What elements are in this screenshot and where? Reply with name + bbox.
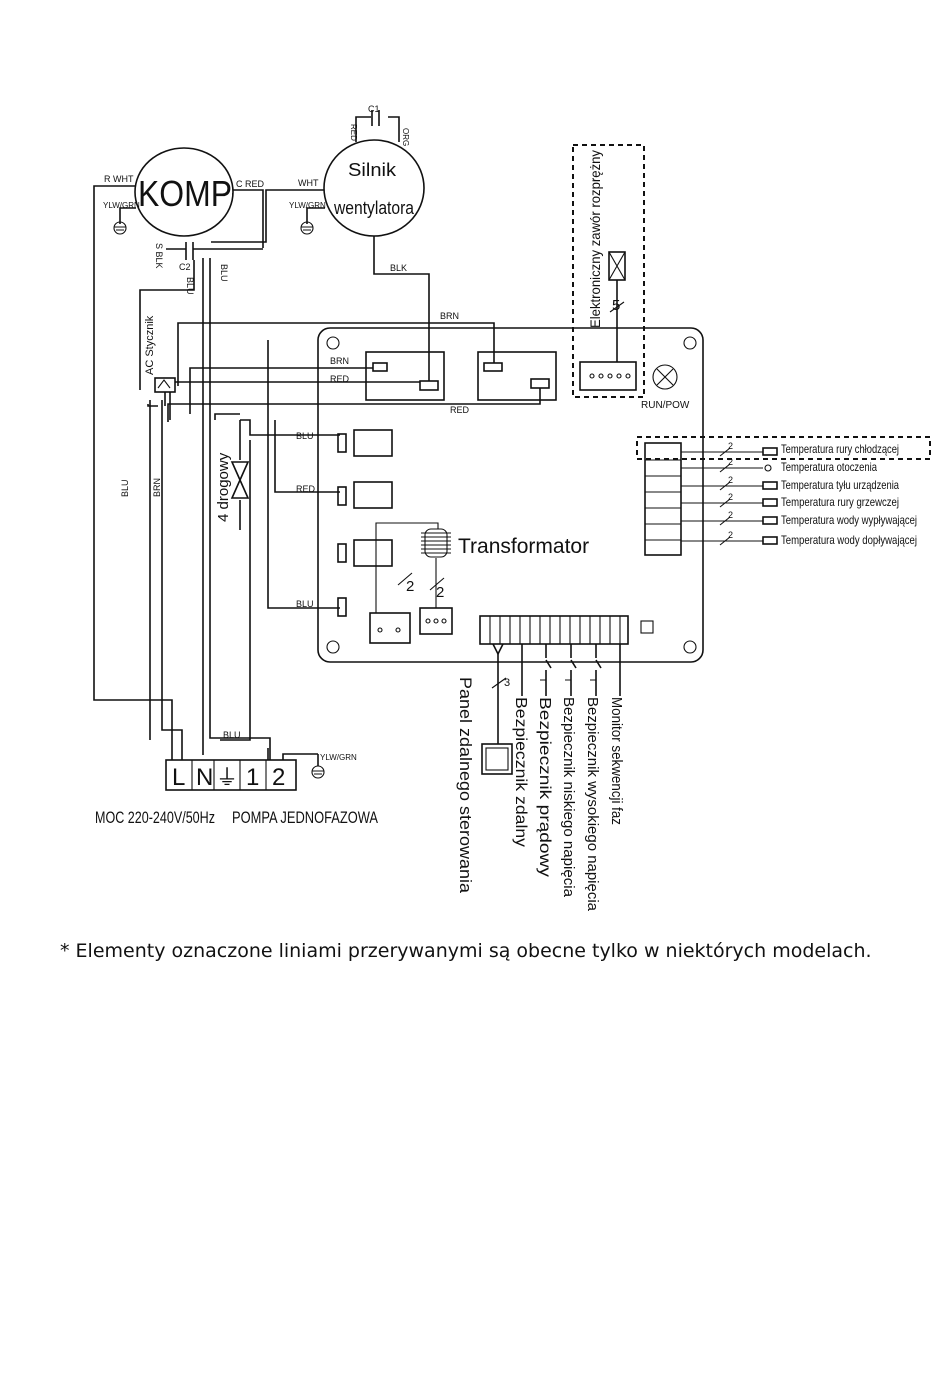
wire-label-blu-c2: BLU xyxy=(185,277,195,295)
footnote: * Elementy oznaczone liniami przerywanym… xyxy=(60,940,872,962)
protection-label-1: Monitor sekwencji faz xyxy=(608,697,625,825)
terminal-1: 1 xyxy=(246,764,259,791)
sensor-wire-count: 2 xyxy=(728,510,733,520)
wire-label-org-c1: ORG xyxy=(401,128,410,146)
ground-icon xyxy=(300,214,314,235)
sensor-wire-count: 2 xyxy=(728,457,733,467)
wire-label-blu-relay4: BLU xyxy=(296,599,314,609)
wire-label-brn-top: BRN xyxy=(440,311,459,321)
terminal-2: 2 xyxy=(272,764,285,791)
fan-motor: Silnik wentylatora C1 RED ORG WHT YLW/GR… xyxy=(289,104,425,273)
wire-label-ylw-grn-fan: YLW/GRN xyxy=(289,201,326,210)
remote-wire-count: 3 xyxy=(504,677,510,689)
sensors: 2 Temperatura rury chłodzącej 2 Temperat… xyxy=(636,436,931,547)
wire-label-red-relay: RED xyxy=(330,374,350,384)
transformer-wire-count-b: 2 xyxy=(436,584,444,601)
sensor-wire-count: 2 xyxy=(728,530,733,540)
wire-label-brn-relay: BRN xyxy=(330,356,349,366)
terminal-n: N xyxy=(196,764,213,791)
four-way-valve: 4 drogowy xyxy=(215,420,250,530)
protection-label-3: Bezpiecznik niskiego napięcia xyxy=(560,697,577,898)
protection-label-4: Bezpiecznik prądowy xyxy=(536,697,553,877)
control-board: Transformator 2 2 RUN/POW xyxy=(317,327,704,663)
sensor-label-5: Temperatura wody wypływającej xyxy=(781,513,917,527)
ground-icon xyxy=(113,214,127,235)
sensor-wire-count: 2 xyxy=(728,492,733,502)
terminal-ground: ⏚ xyxy=(216,765,238,790)
compressor: KOMP R WHT C RED YLW/GRN S BLK C2 BLU BL… xyxy=(103,147,265,295)
wire-label-blu-relay1: BLU xyxy=(296,431,314,441)
sensor-label-1: Temperatura rury chłodzącej xyxy=(781,442,899,456)
sensor-label-3: Temperatura tyłu urządzenia xyxy=(781,478,899,492)
transformer-label: Transformator xyxy=(458,535,589,558)
sensor-row: 2 Temperatura wody wypływającej xyxy=(681,510,917,527)
wire-label-ylw-grn-pump: YLW/GRN xyxy=(320,753,357,762)
wire-label-c-red: C RED xyxy=(236,179,265,189)
fan-motor-label-1: Silnik xyxy=(348,160,397,180)
wire-label-s-blk: S BLK xyxy=(154,243,164,269)
protections: 3 Panel zdalnego sterowania Bezpiecznik … xyxy=(456,643,625,912)
terminal-block: L N ⏚ 1 2 YLW/GRN MOC 220-240V/50Hz POMP… xyxy=(95,753,378,827)
expansion-valve-label: Elektroniczny zawór rozprężny xyxy=(587,150,603,328)
protection-label-5: Bezpiecznik zdalny xyxy=(512,697,529,847)
wire-label-r-wht: R WHT xyxy=(104,174,134,184)
run-led-icon xyxy=(652,364,678,390)
fan-motor-label-2: wentylatora xyxy=(333,198,415,218)
remote-panel-label: Panel zdalnego sterowania xyxy=(456,677,475,894)
capacitor-c1-label: C1 xyxy=(368,104,380,114)
sensor-label-6: Temperatura wody dopływającej xyxy=(781,533,917,547)
protection-label-2: Bezpiecznik wysokiego napięcia xyxy=(584,697,601,912)
wire-label-blu-komp: BLU xyxy=(219,264,229,282)
contactor: AC Stycznik xyxy=(139,260,195,407)
contactor-label: AC Stycznik xyxy=(144,315,156,375)
wire-label-ylw-grn-komp: YLW/GRN xyxy=(103,201,140,210)
sensor-label-2: Temperatura otoczenia xyxy=(781,460,877,474)
sensor-row: 2 Temperatura wody dopływającej xyxy=(681,530,917,547)
wire-label-red-c1: RED xyxy=(349,124,358,141)
wire-label-red-relay3: RED xyxy=(296,484,316,494)
pump-label: POMPA JEDNOFAZOWA xyxy=(232,808,378,827)
capacitor-c2-label: C2 xyxy=(179,262,191,272)
sensor-row: 2 Temperatura rury chłodzącej xyxy=(681,441,899,457)
ground-icon xyxy=(311,754,325,779)
wire-label-blu-left: BLU xyxy=(120,479,130,497)
sensor-row: 2 Temperatura tyłu urządzenia xyxy=(681,475,899,492)
sensor-wire-count: 2 xyxy=(728,475,733,485)
transformer-wire-count-a: 2 xyxy=(406,578,414,595)
power-label: MOC 220-240V/50Hz xyxy=(95,808,215,827)
sensor-row: 2 Temperatura otoczenia xyxy=(681,457,877,474)
wire-label-blk-fan: BLK xyxy=(390,263,407,273)
terminal-l: L xyxy=(172,764,185,791)
wiring: BRN BRN RED RED AC Stycznik BLU BRN 4 dr… xyxy=(93,185,541,760)
expansion-valve-optional: Elektroniczny zawór rozprężny 5 xyxy=(572,144,645,398)
compressor-label: KOMP xyxy=(138,173,232,214)
sensor-row: 2 Temperatura rury grzewczej xyxy=(681,492,899,509)
wire-label-wht-fan: WHT xyxy=(298,178,319,188)
transformer-icon xyxy=(421,528,451,558)
wire-label-brn-left: BRN xyxy=(152,478,162,497)
expansion-wire-count: 5 xyxy=(612,297,620,314)
run-led-label: RUN/POW xyxy=(641,400,690,411)
wire-label-red-relay2: RED xyxy=(450,405,470,415)
four-way-valve-label: 4 drogowy xyxy=(215,452,232,522)
wire-label-blu-bottom: BLU xyxy=(223,730,241,740)
sensor-wire-count: 2 xyxy=(728,441,733,451)
sensor-label-4: Temperatura rury grzewczej xyxy=(781,495,899,509)
